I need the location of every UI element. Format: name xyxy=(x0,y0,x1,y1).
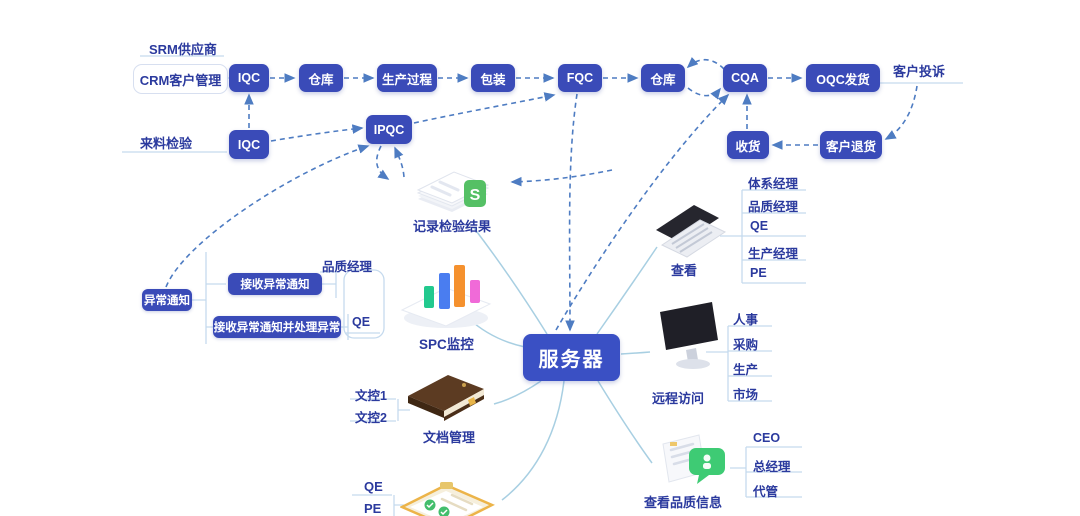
ipqc-node: IPQC xyxy=(366,115,412,144)
iqc-bottom-node: IQC xyxy=(229,130,269,159)
view-role-1: 体系经理 xyxy=(748,177,799,191)
fqc-node: FQC xyxy=(558,64,602,92)
server-node: 服务器 xyxy=(523,334,620,381)
info-role-3: 代管 xyxy=(753,485,779,499)
cqa-node: CQA xyxy=(723,64,767,92)
view-quality-info-label: 查看品质信息 xyxy=(644,495,723,510)
incoming-inspection-label: 来料检验 xyxy=(140,136,193,151)
receive-goods-node: 收货 xyxy=(727,131,769,159)
book-icon xyxy=(398,370,490,433)
document-chat-icon xyxy=(653,432,735,497)
remote-access-label: 远程访问 xyxy=(652,391,705,406)
crm-node: CRM客户管理 xyxy=(133,64,228,94)
packaging-node: 包装 xyxy=(471,64,515,92)
quality-manager-label: 品质经理 xyxy=(322,260,373,274)
abnormal-notice-node: 异常通知 xyxy=(142,289,192,311)
document-stack-icon: S xyxy=(406,156,496,223)
clipboard-check-icon xyxy=(399,482,496,516)
iqc-top-node: IQC xyxy=(229,64,269,92)
remote-role-3: 生产 xyxy=(733,363,759,377)
remote-role-2: 采购 xyxy=(733,338,759,352)
remote-role-4: 市场 xyxy=(733,388,759,402)
qe-exception-label: QE xyxy=(352,315,371,329)
view-role-4: 生产经理 xyxy=(748,247,799,261)
customer-complaint-label: 客户投诉 xyxy=(893,64,946,79)
production-node: 生产过程 xyxy=(377,64,437,92)
spc-monitor-label: SPC监控 xyxy=(419,337,474,352)
svg-text:S: S xyxy=(470,187,481,204)
qe-bottom-label: QE xyxy=(364,479,383,494)
pe-bottom-label: PE xyxy=(364,501,382,516)
receive-handle-node: 接收异常通知并处理异常 xyxy=(213,316,341,338)
view-role-2: 品质经理 xyxy=(748,200,799,214)
doc-control-1-label: 文控1 xyxy=(355,389,387,403)
view-label: 查看 xyxy=(671,263,698,278)
doc-manage-label: 文档管理 xyxy=(423,430,476,445)
flow-arrows xyxy=(165,56,918,332)
monitor-icon xyxy=(646,298,730,383)
view-role-3: QE xyxy=(750,219,769,233)
info-role-2: 总经理 xyxy=(753,460,791,474)
oqc-ship-node: OQC发货 xyxy=(806,64,880,92)
bar-chart-icon xyxy=(396,260,494,337)
info-role-1: CEO xyxy=(753,431,781,445)
srm-label: SRM供应商 xyxy=(149,42,217,57)
doc-control-2-label: 文控2 xyxy=(355,411,387,425)
bracket-lines xyxy=(122,55,963,516)
laptop-icon xyxy=(648,198,728,269)
customer-return-node: 客户退货 xyxy=(820,131,882,159)
server-branch-lines xyxy=(467,227,658,501)
receive-notice-node: 接收异常通知 xyxy=(228,273,322,295)
record-results-label: 记录检验结果 xyxy=(413,219,492,234)
view-role-5: PE xyxy=(750,266,767,280)
warehouse-2-node: 仓库 xyxy=(641,64,685,92)
warehouse-1-node: 仓库 xyxy=(299,64,343,92)
remote-role-1: 人事 xyxy=(733,313,759,327)
